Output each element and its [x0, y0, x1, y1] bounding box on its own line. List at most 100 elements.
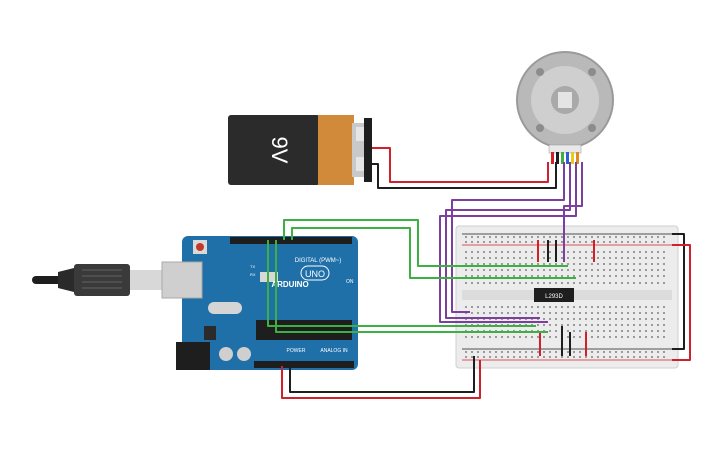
breadboard-hole[interactable]: [477, 251, 479, 253]
breadboard-hole[interactable]: [531, 236, 533, 238]
breadboard-hole[interactable]: [657, 269, 659, 271]
breadboard-hole[interactable]: [561, 257, 563, 259]
breadboard-hole[interactable]: [645, 236, 647, 238]
breadboard-hole[interactable]: [561, 251, 563, 253]
breadboard-hole[interactable]: [489, 282, 491, 284]
breadboard-hole[interactable]: [591, 312, 593, 314]
breadboard-hole[interactable]: [495, 269, 497, 271]
breadboard-hole[interactable]: [543, 241, 545, 243]
breadboard-hole[interactable]: [579, 318, 581, 320]
breadboard-hole[interactable]: [519, 269, 521, 271]
breadboard-hole[interactable]: [561, 263, 563, 265]
breadboard-hole[interactable]: [513, 263, 515, 265]
breadboard-hole[interactable]: [645, 351, 647, 353]
breadboard-hole[interactable]: [597, 263, 599, 265]
breadboard-hole[interactable]: [573, 263, 575, 265]
breadboard-hole[interactable]: [531, 257, 533, 259]
breadboard-hole[interactable]: [489, 241, 491, 243]
breadboard-hole[interactable]: [549, 241, 551, 243]
breadboard-hole[interactable]: [483, 282, 485, 284]
breadboard-hole[interactable]: [525, 356, 527, 358]
wire-motor-c[interactable]: [439, 162, 577, 323]
breadboard-hole[interactable]: [639, 241, 641, 243]
breadboard-hole[interactable]: [465, 282, 467, 284]
wire-motor-d[interactable]: [563, 162, 583, 262]
breadboard-hole[interactable]: [579, 236, 581, 238]
breadboard-hole[interactable]: [663, 282, 665, 284]
breadboard-hole[interactable]: [621, 356, 623, 358]
breadboard-hole[interactable]: [657, 257, 659, 259]
breadboard-hole[interactable]: [585, 251, 587, 253]
breadboard-hole[interactable]: [507, 356, 509, 358]
breadboard-hole[interactable]: [633, 241, 635, 243]
breadboard-hole[interactable]: [657, 356, 659, 358]
breadboard-hole[interactable]: [663, 356, 665, 358]
breadboard-hole[interactable]: [639, 351, 641, 353]
breadboard-hole[interactable]: [633, 275, 635, 277]
breadboard-hole[interactable]: [513, 356, 515, 358]
breadboard-hole[interactable]: [525, 241, 527, 243]
breadboard-hole[interactable]: [549, 336, 551, 338]
usb-cable[interactable]: [32, 264, 162, 296]
breadboard-hole[interactable]: [549, 269, 551, 271]
breadboard-hole[interactable]: [627, 236, 629, 238]
breadboard-hole[interactable]: [489, 263, 491, 265]
breadboard-hole[interactable]: [507, 336, 509, 338]
breadboard-hole[interactable]: [639, 236, 641, 238]
breadboard-hole[interactable]: [579, 251, 581, 253]
breadboard-hole[interactable]: [519, 306, 521, 308]
breadboard-hole[interactable]: [597, 312, 599, 314]
breadboard-hole[interactable]: [513, 336, 515, 338]
breadboard-hole[interactable]: [621, 318, 623, 320]
wire-rail-gnd-bridge[interactable]: [672, 233, 685, 350]
breadboard-hole[interactable]: [633, 269, 635, 271]
breadboard-hole[interactable]: [651, 263, 653, 265]
breadboard-hole[interactable]: [471, 236, 473, 238]
breadboard-hole[interactable]: [471, 282, 473, 284]
breadboard-hole[interactable]: [645, 257, 647, 259]
breadboard-hole[interactable]: [615, 306, 617, 308]
breadboard-hole[interactable]: [507, 269, 509, 271]
breadboard-hole[interactable]: [645, 318, 647, 320]
breadboard-hole[interactable]: [579, 336, 581, 338]
breadboard-hole[interactable]: [603, 312, 605, 314]
breadboard-hole[interactable]: [501, 356, 503, 358]
breadboard-hole[interactable]: [555, 282, 557, 284]
breadboard-hole[interactable]: [627, 251, 629, 253]
breadboard-hole[interactable]: [531, 251, 533, 253]
breadboard-hole[interactable]: [603, 251, 605, 253]
breadboard-hole[interactable]: [519, 251, 521, 253]
breadboard-hole[interactable]: [477, 356, 479, 358]
breadboard-hole[interactable]: [519, 241, 521, 243]
wire-signal-3[interactable]: [267, 240, 536, 327]
breadboard-hole[interactable]: [519, 236, 521, 238]
l293d-chip[interactable]: [534, 288, 574, 302]
breadboard-hole[interactable]: [621, 257, 623, 259]
breadboard-hole[interactable]: [639, 312, 641, 314]
breadboard-hole[interactable]: [591, 351, 593, 353]
breadboard-hole[interactable]: [483, 336, 485, 338]
breadboard-hole[interactable]: [651, 356, 653, 358]
breadboard-hole[interactable]: [621, 312, 623, 314]
breadboard-hole[interactable]: [615, 257, 617, 259]
breadboard-hole[interactable]: [495, 241, 497, 243]
breadboard-hole[interactable]: [591, 236, 593, 238]
breadboard-hole[interactable]: [501, 241, 503, 243]
breadboard-hole[interactable]: [519, 275, 521, 277]
wire-motor-b[interactable]: [445, 162, 571, 319]
breadboard-hole[interactable]: [543, 282, 545, 284]
breadboard-hole[interactable]: [621, 282, 623, 284]
breadboard-hole[interactable]: [609, 282, 611, 284]
breadboard-hole[interactable]: [663, 236, 665, 238]
breadboard-hole[interactable]: [651, 236, 653, 238]
breadboard-hole[interactable]: [549, 306, 551, 308]
breadboard-hole[interactable]: [555, 318, 557, 320]
breadboard-hole[interactable]: [537, 351, 539, 353]
breadboard-hole[interactable]: [471, 356, 473, 358]
breadboard-hole[interactable]: [567, 356, 569, 358]
breadboard-hole[interactable]: [549, 356, 551, 358]
breadboard-hole[interactable]: [597, 282, 599, 284]
breadboard-hole[interactable]: [525, 282, 527, 284]
breadboard-hole[interactable]: [609, 318, 611, 320]
breadboard-hole[interactable]: [507, 312, 509, 314]
